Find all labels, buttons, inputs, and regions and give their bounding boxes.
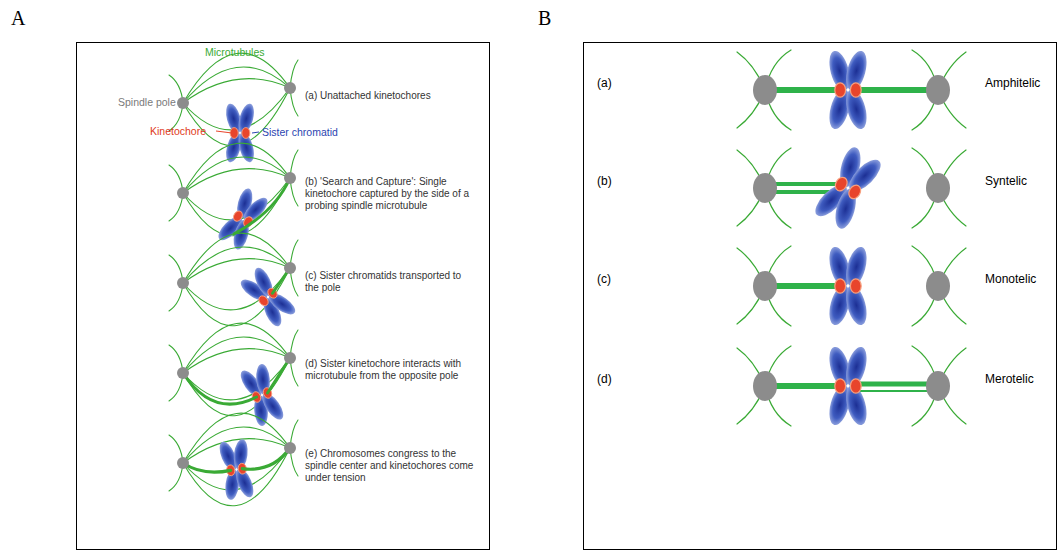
- spindle-pole: [284, 442, 296, 454]
- microtubule: [183, 247, 290, 283]
- microtubule: [183, 259, 290, 283]
- figure-panel: A: [76, 42, 490, 550]
- microtubule: [183, 157, 290, 193]
- kinetochore-fiber: [856, 382, 938, 387]
- step-caption: (b) 'Search and Capture': Single kinetoc…: [305, 176, 475, 212]
- chromosome: [235, 263, 300, 332]
- kinetochore: [846, 183, 863, 201]
- kinetochore-fiber: [234, 178, 290, 234]
- spindle-pole: [926, 75, 950, 105]
- row-letter: (a): [597, 76, 612, 90]
- structure-label: Microtubules: [205, 46, 265, 59]
- microtubule: [183, 169, 290, 193]
- panel-letter: B: [538, 7, 551, 30]
- spindle-pole: [284, 262, 296, 274]
- microtubule: [183, 323, 290, 373]
- kinetochore: [833, 175, 850, 193]
- microtubule: [183, 67, 290, 103]
- attachment-type: Amphitelic: [985, 76, 1040, 90]
- leader-line: [216, 131, 232, 133]
- kinetochore: [257, 294, 270, 307]
- spindle-pole: [177, 187, 189, 199]
- chromosome: [826, 49, 871, 131]
- figure-panel: B: [583, 42, 1057, 550]
- spindle-pole: [284, 82, 296, 94]
- kinetochore-fiber: [183, 463, 231, 472]
- spindle-pole: [284, 352, 296, 364]
- spindle-pole: [284, 172, 296, 184]
- kinetochore: [835, 379, 846, 393]
- kinetochore: [242, 128, 250, 139]
- kinetochore: [850, 379, 861, 393]
- spindle-pole: [753, 75, 777, 105]
- spindle-pole: [177, 277, 189, 289]
- attachment-type: Merotelic: [985, 372, 1034, 386]
- structure-label: Spindle pole: [118, 96, 176, 109]
- chromosome: [808, 141, 888, 235]
- spindle-pole: [753, 173, 777, 203]
- microtubule: [183, 79, 290, 103]
- kinetochore-fiber: [183, 373, 257, 404]
- microtubule: [183, 349, 290, 373]
- attachment-type: Monotelic: [985, 272, 1036, 286]
- chromosome: [826, 245, 871, 327]
- kinetochore: [835, 279, 846, 293]
- step-caption: (e) Chromosomes congress to the spindle …: [305, 448, 475, 484]
- row-letter: (c): [597, 272, 611, 286]
- panel-letter: A: [11, 7, 25, 30]
- microtubule: [183, 233, 290, 283]
- microtubule: [183, 143, 290, 193]
- sister-chromatid-arm: [259, 390, 288, 423]
- spindle-pole: [177, 367, 189, 379]
- microtubule: [183, 53, 290, 103]
- spindle-pole: [177, 97, 189, 109]
- spindle-pole: [753, 271, 777, 301]
- kinetochore-fiber: [856, 87, 938, 93]
- spindle-pole: [926, 371, 950, 401]
- spindle-pole: [753, 371, 777, 401]
- kinetochore: [232, 209, 244, 222]
- step-caption: (d) Sister kinetochore interacts with mi…: [305, 358, 475, 382]
- kinetochore-fiber: [267, 358, 290, 393]
- row-letter: (d): [597, 372, 612, 386]
- chromosome: [826, 345, 871, 427]
- spindle-pole: [926, 271, 950, 301]
- step-caption: (a) Unattached kinetochores: [305, 90, 475, 102]
- kinetochore: [835, 83, 846, 97]
- structure-label: Kinetochore: [150, 125, 206, 138]
- structure-label: Sister chromatid: [262, 126, 338, 139]
- kinetochore: [850, 279, 861, 293]
- kinetochore-fiber: [242, 448, 290, 469]
- chromosome: [213, 184, 273, 254]
- spindle-pole: [177, 457, 189, 469]
- kinetochore: [850, 83, 861, 97]
- microtubule: [183, 337, 290, 373]
- spindle-pole: [926, 173, 950, 203]
- leader-line: [252, 132, 259, 133]
- row-letter: (b): [597, 174, 612, 188]
- step-caption: (c) Sister chromatids transported to the…: [305, 270, 475, 294]
- attachment-type: Syntelic: [985, 174, 1027, 188]
